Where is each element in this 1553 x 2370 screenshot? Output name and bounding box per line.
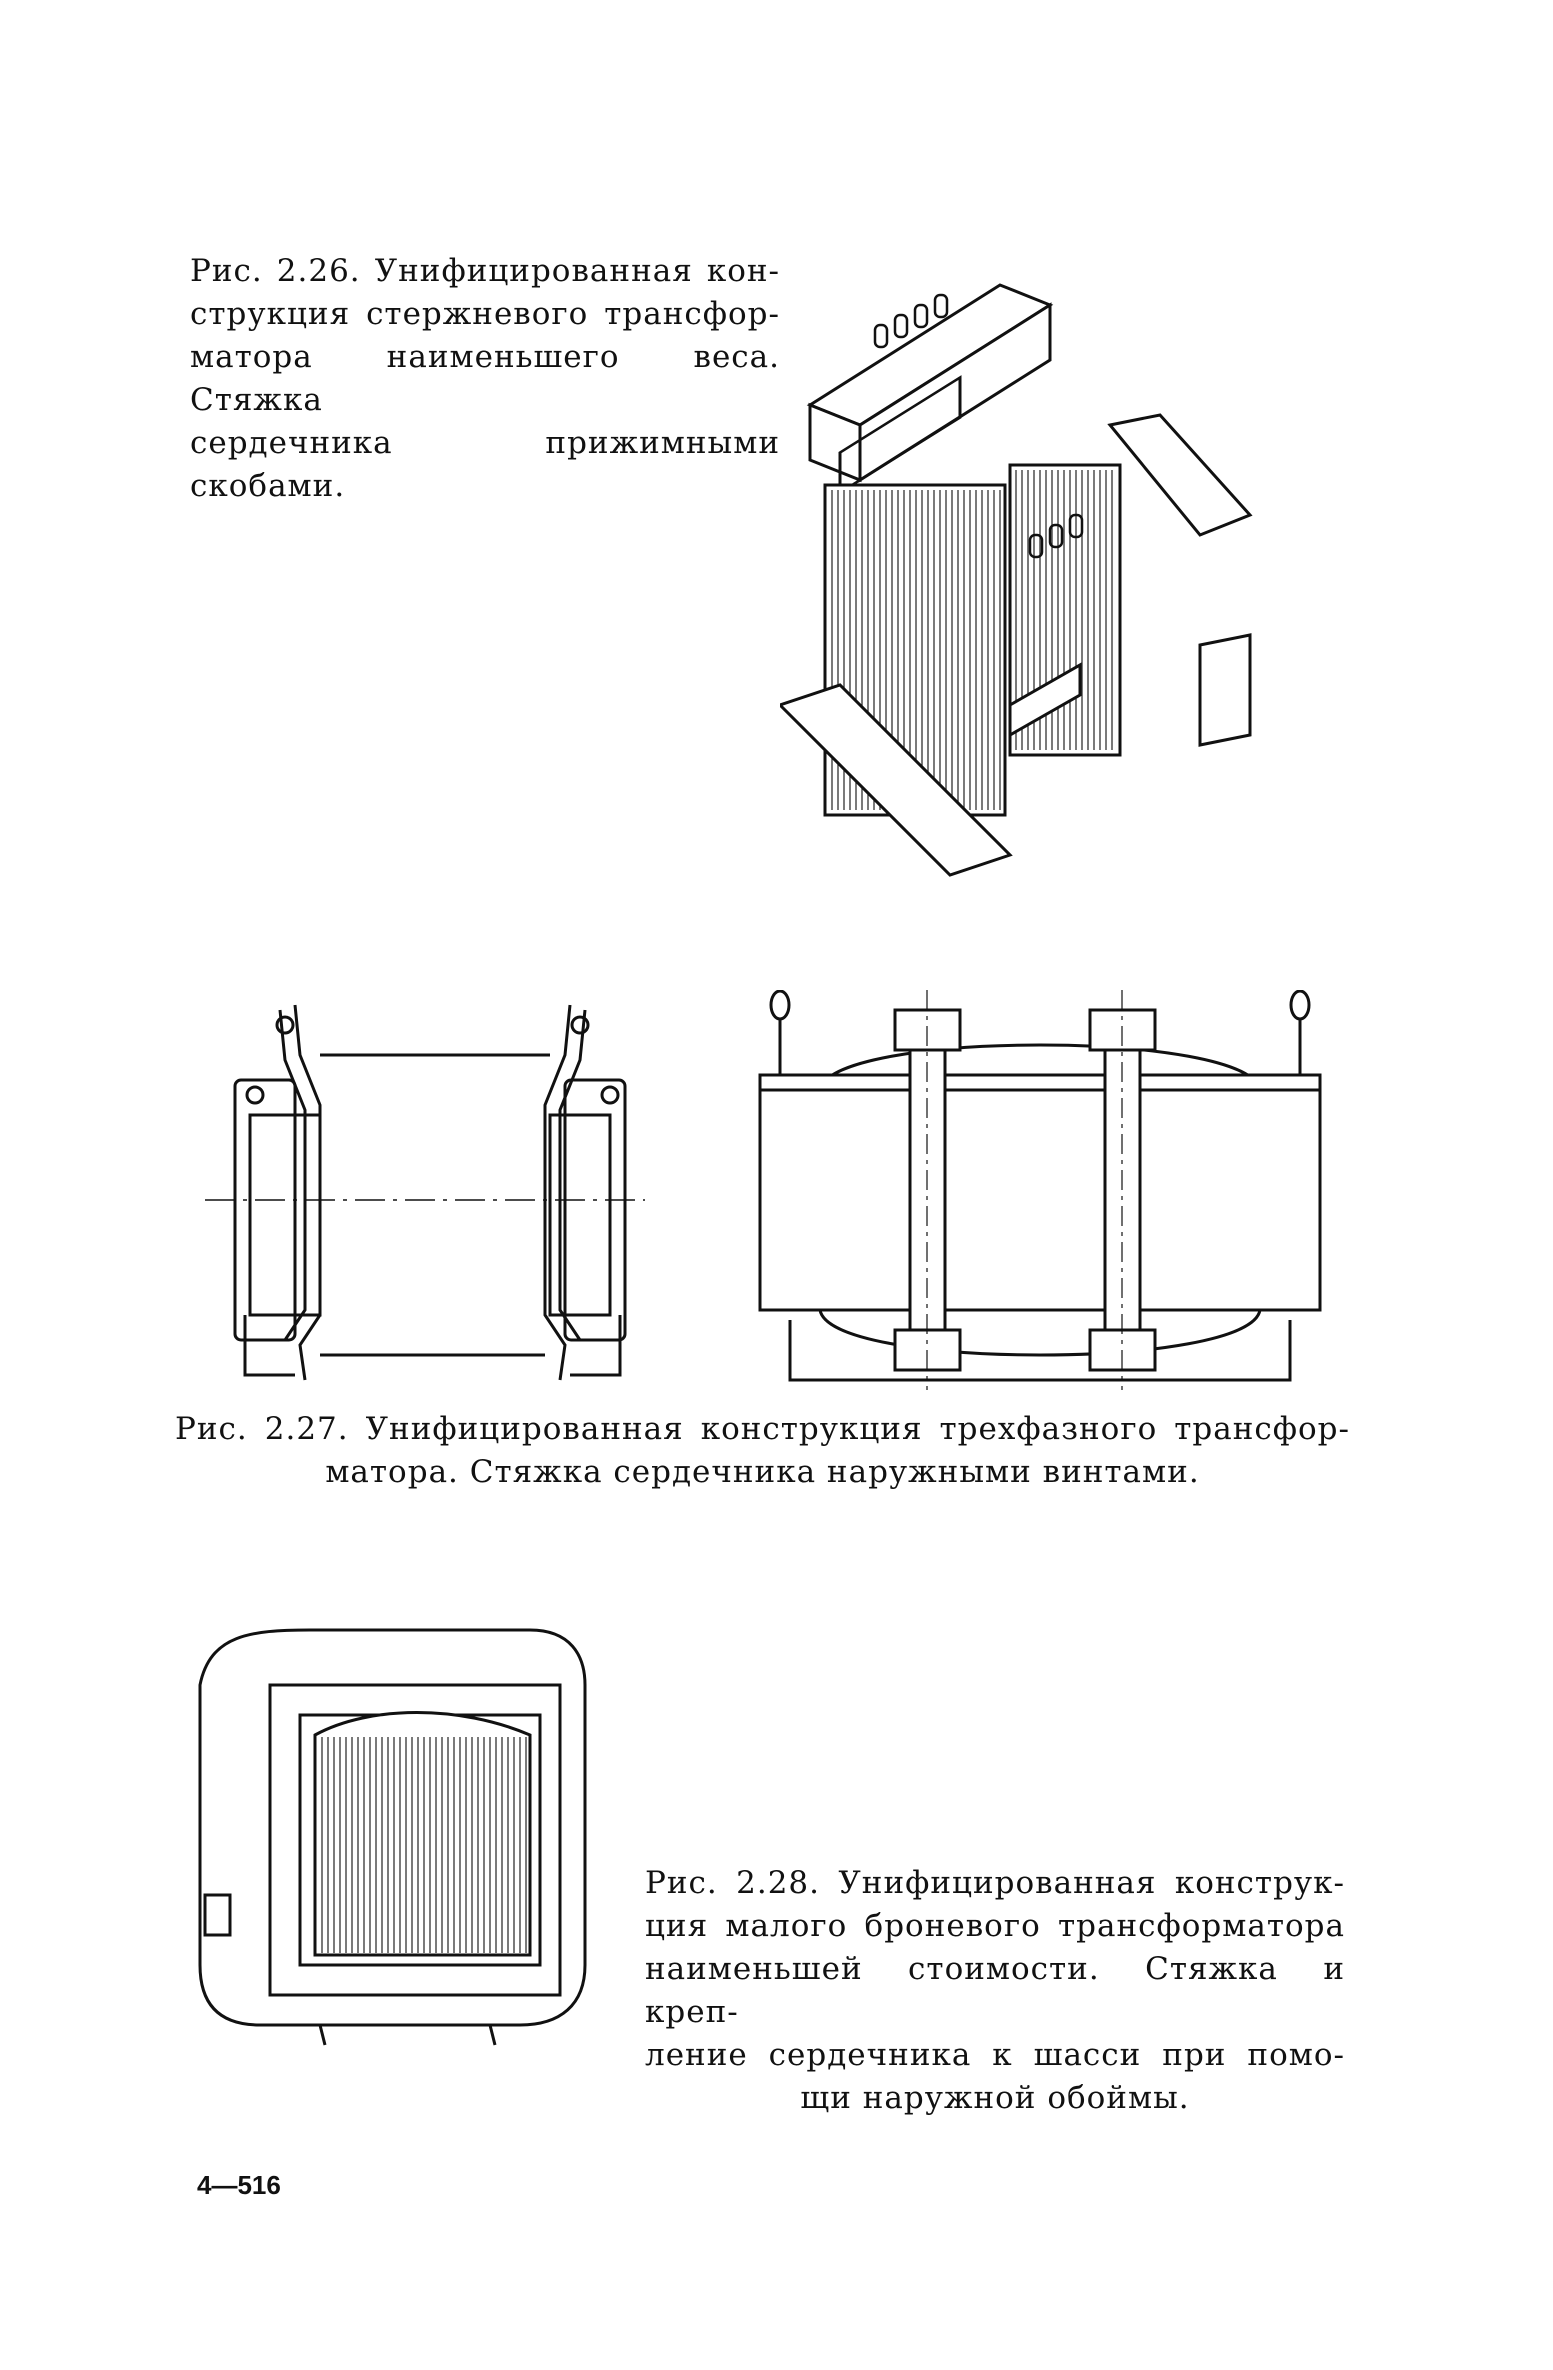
- figure-2-27-side-view: [205, 995, 645, 1385]
- caption-line: ление сердечника к шасси при помо-: [645, 2037, 1345, 2073]
- caption-line: Рис. 2.26. Унифицированная кон-: [190, 253, 780, 289]
- figure-2-26-drawing: [780, 265, 1280, 885]
- caption-line: ция малого броневого трансформатора: [645, 1908, 1345, 1944]
- page-number: 4—516: [197, 2170, 281, 2200]
- caption-fig-2-26: Рис. 2.26. Унифицированная кон- струкция…: [190, 250, 780, 508]
- caption-fig-2-27: Рис. 2.27. Унифицированная конструкция т…: [175, 1408, 1350, 1494]
- caption-line: Рис. 2.28. Унифицированная конструк-: [645, 1865, 1345, 1901]
- caption-line: струкция стержневого трансфор-: [190, 296, 780, 332]
- figure-2-27-front-view: [750, 990, 1330, 1390]
- caption-line: щи наружной обоймы.: [800, 2080, 1190, 2116]
- caption-line: Рис. 2.27. Унифицированная конструкция т…: [175, 1411, 1350, 1447]
- caption-line: сердечника прижимными скобами.: [190, 425, 780, 504]
- figure-2-28-drawing: [190, 1625, 590, 2055]
- caption-line: матора наименьшего веса. Стяжка: [190, 339, 780, 418]
- caption-line: матора. Стяжка сердечника наружными винт…: [325, 1454, 1200, 1490]
- caption-fig-2-28: Рис. 2.28. Унифицированная конструк- ция…: [645, 1862, 1345, 2120]
- caption-line: наименьшей стоимости. Стяжка и креп-: [645, 1951, 1345, 2030]
